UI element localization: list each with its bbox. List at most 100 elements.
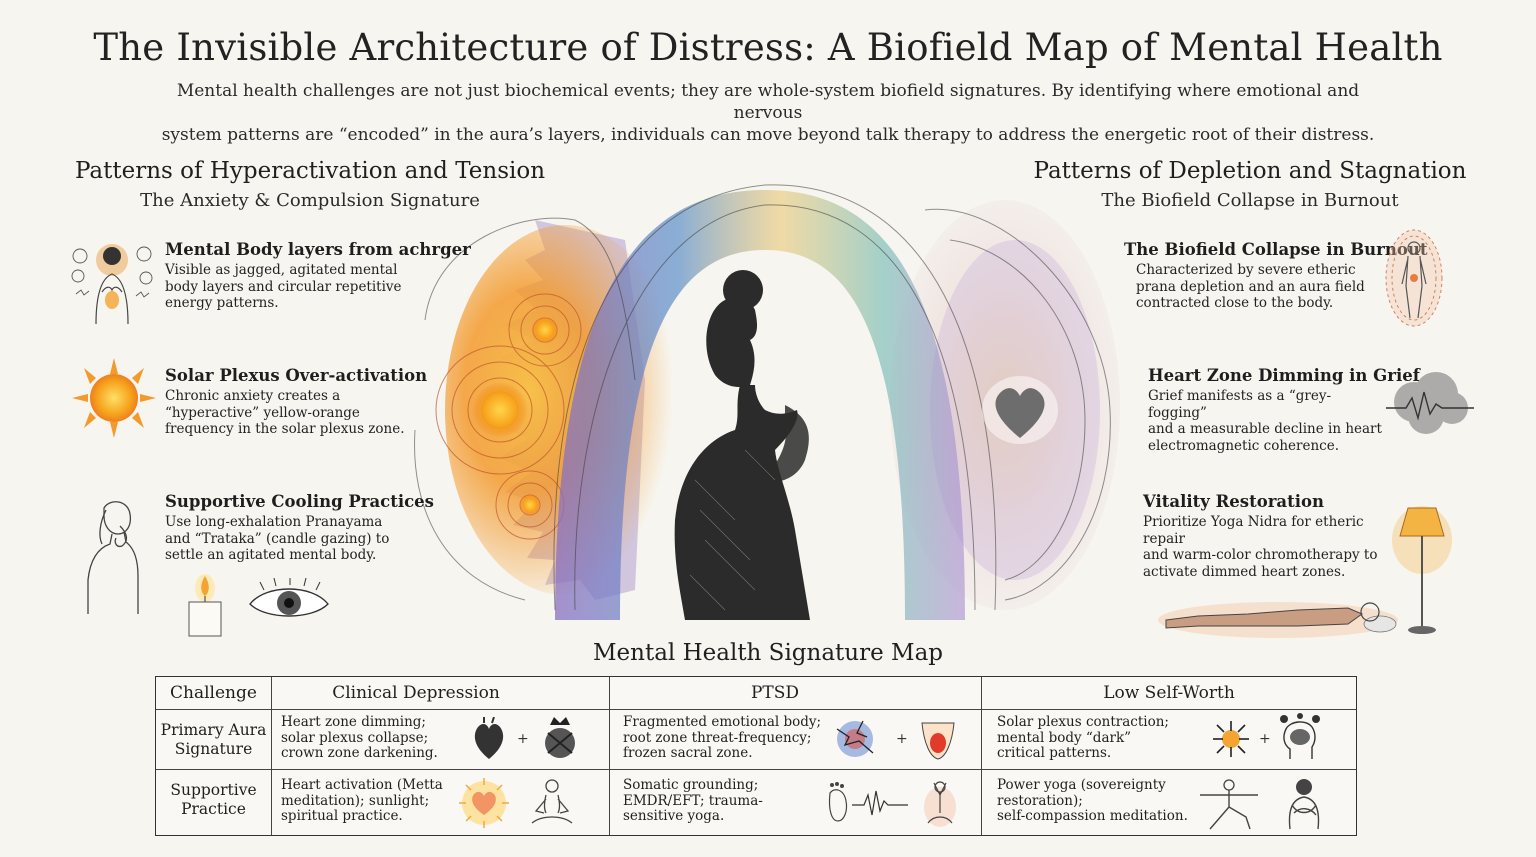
cell-self-worth-aura: Solar plexus contraction; mental body “d… [997,714,1197,762]
resting-person-icon [1158,590,1398,640]
cell-line: self-compassion meditation. [997,808,1188,824]
row-label-line: Practice [181,800,246,818]
left-item-2-line: frequency in the solar plexus zone. [165,421,405,437]
right-item-3-line: Prioritize Yoga Nidra for etheric repair [1143,514,1364,547]
right-subheading: The Biofield Collapse in Burnout [1101,190,1399,211]
breathing-woman-icon [76,496,156,620]
right-item-2-line: and a measurable decline in heart [1148,421,1382,437]
signature-map-table: Challenge Clinical Depression PTSD Low S… [155,676,1357,836]
anxious-figure-icon [66,234,158,328]
dark-crown-icon [540,715,580,761]
right-heading: Patterns of Depletion and Stagnation [1033,158,1467,184]
cell-line: mental body “dark” [997,729,1132,746]
left-item-1-line: body layers and circular repetitive [165,278,402,295]
row-label-line: Signature [174,740,253,758]
woman-silhouette [674,270,810,620]
aura-illustration [405,180,1125,630]
intro-text: Mental health challenges are not just bi… [150,80,1386,146]
right-item-1-line: Characterized by severe etheric [1136,262,1356,278]
cell-depression-practice: Heart activation (Metta meditation); sun… [281,777,461,825]
left-heading: Patterns of Hyperactivation and Tension [74,158,546,184]
cell-ptsd-practice: Somatic grounding; EMDR/EFT; trauma- sen… [623,777,823,825]
cell-line: crown zone darkening. [281,745,438,761]
left-item-3-title: Supportive Cooling Practices [165,492,434,511]
row-label-line: Primary Aura [160,721,267,739]
right-item-3-line: and warm-color chromotherapy to [1143,547,1378,563]
right-item-1-line: contracted close to the body. [1136,295,1334,311]
row-label-line: Supportive [170,781,257,799]
right-item-2-body: Grief manifests as a “grey-fogging” and … [1148,388,1388,454]
sun-heart-icon [458,777,510,829]
cell-line: meditation); sunlight; [281,792,430,809]
cell-depression-aura: Heart zone dimming; solar plexus collaps… [281,714,461,762]
contracted-solar-plexus-icon [1211,719,1251,759]
plus-sign: + [1259,731,1271,747]
right-item-1-body: Characterized by severe etheric prana de… [1136,262,1376,312]
cell-line: frozen sacral zone. [623,745,753,761]
left-item-1-body: Visible as jagged, agitated mental body … [165,262,425,312]
right-item-1-title: The Biofield Collapse in Burnout [1124,240,1428,259]
page-title: The Invisible Architecture of Distress: … [93,26,1443,69]
cell-self-worth-practice: Power yoga (sovereignty restoration); se… [997,777,1197,825]
right-item-2-line: Grief manifests as a “grey-fogging” [1148,388,1332,421]
header-challenge: Challenge [170,683,257,703]
right-item-3-body: Prioritize Yoga Nidra for etheric repair… [1143,514,1403,580]
rainbow-arch [555,190,965,620]
header-depression: Clinical Depression [332,683,500,703]
cell-line: Power yoga (sovereignty [997,777,1166,793]
left-item-2-title: Solar Plexus Over-activation [165,366,428,385]
grey-heart-icon [982,376,1058,444]
intro-line-2: system patterns are “encoded” in the aur… [161,125,1375,145]
left-item-1-title: Mental Body layers from achrger [165,240,471,259]
fragmented-aura-icon [833,717,877,761]
header-ptsd: PTSD [750,683,800,703]
plus-sign: + [896,731,908,747]
cell-line: root zone threat-frequency; [623,729,812,746]
left-item-3-body: Use long-exhalation Pranayama and “Trata… [165,514,425,564]
plus-sign: + [517,731,529,747]
red-root-icon [918,717,958,761]
brain-head-icon [1276,713,1324,761]
left-item-1-line: energy patterns. [165,295,279,311]
yoga-figure-icon [920,777,960,829]
cell-line: EMDR/EFT; trauma- [623,792,763,809]
left-subheading: The Anxiety & Compulsion Signature [140,190,480,211]
row-label-aura: Primary Aura Signature [156,721,271,759]
cell-ptsd-aura: Fragmented emotional body; root zone thr… [623,714,823,762]
left-item-2-body: Chronic anxiety creates a “hyperactive” … [165,388,425,438]
self-hug-icon [1280,775,1328,831]
cell-line: restoration); [997,792,1083,809]
right-item-2-line: electromagnetic coherence. [1148,437,1339,454]
cell-line: Fragmented emotional body; [623,714,822,730]
right-item-1-line: prana depletion and an aura field [1136,278,1365,295]
right-item-3-title: Vitality Restoration [1143,492,1324,511]
warrior-pose-icon [1196,777,1262,831]
left-item-3-line: and “Trataka” (candle gazing) to [165,530,390,547]
left-item-2-line: Chronic anxiety creates a [165,388,341,404]
cell-line: critical patterns. [997,745,1112,761]
grey-cloud-icon [1384,364,1476,444]
lamp-icon [1390,500,1456,636]
cell-line: Heart activation (Metta [281,777,443,793]
sun-icon [68,356,160,440]
contracted-aura-icon [1382,226,1446,330]
footprint-wave-icon [824,781,910,827]
left-item-1-line: Visible as jagged, agitated mental [165,262,398,278]
left-item-2-line: “hyperactive” yellow-orange [165,404,360,421]
left-item-3-line: Use long-exhalation Pranayama [165,514,383,530]
intro-line-1: Mental health challenges are not just bi… [176,81,1360,123]
cell-line: Heart zone dimming; [281,714,426,730]
right-item-3-line: activate dimmed heart zones. [1143,563,1346,580]
cell-line: Somatic grounding; [623,777,759,793]
cell-line: solar plexus collapse; [281,729,429,746]
eye-icon [246,578,332,626]
candle-icon [183,572,227,638]
left-item-3-line: settle an agitated mental body. [165,547,377,563]
header-self-worth: Low Self-Worth [1103,683,1235,703]
map-title: Mental Health Signature Map [592,640,944,666]
cell-line: sensitive yoga. [623,808,725,824]
row-label-practice: Supportive Practice [156,781,271,819]
cell-line: spiritual practice. [281,808,403,824]
cell-line: Solar plexus contraction; [997,714,1169,730]
right-item-2-title: Heart Zone Dimming in Grief [1148,366,1420,385]
